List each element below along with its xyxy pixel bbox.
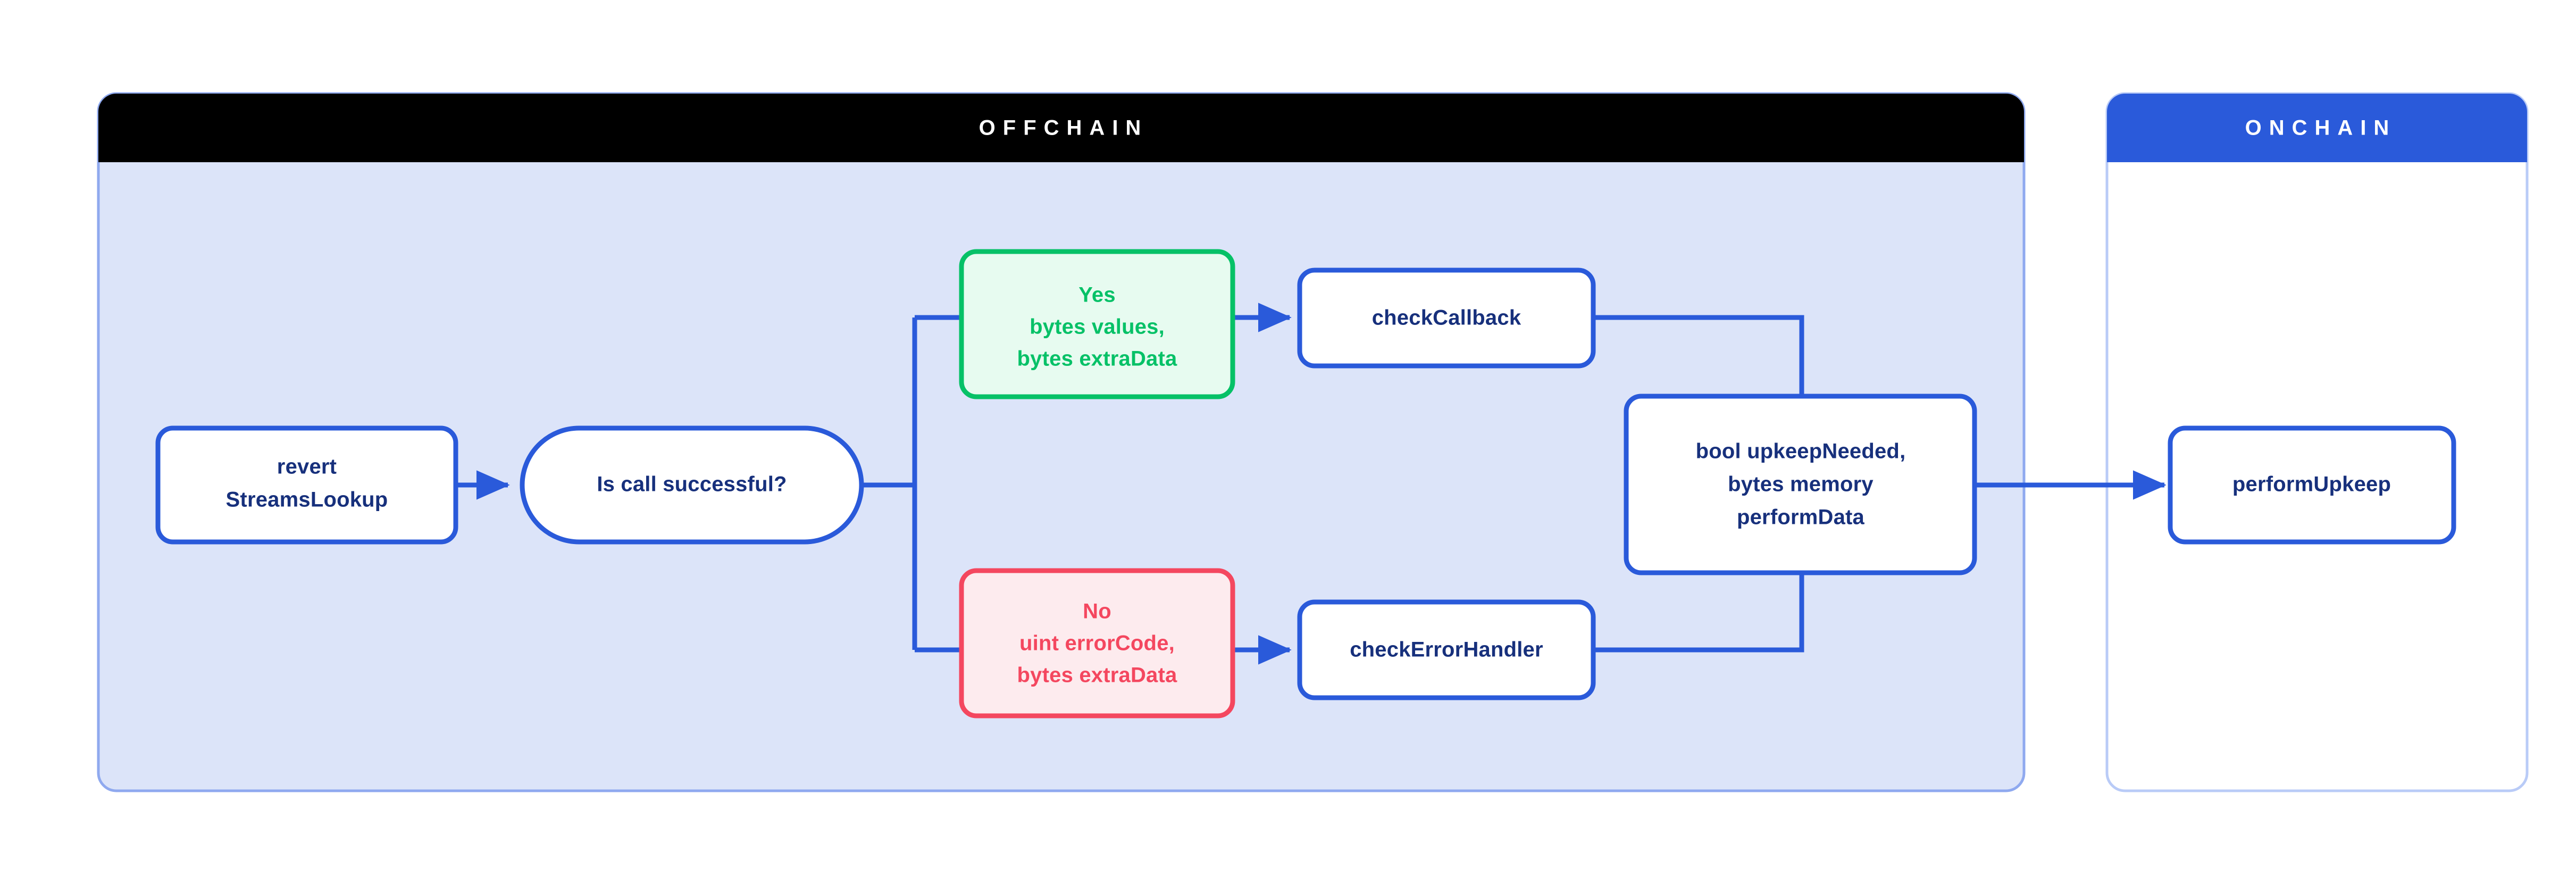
node-revert-streamslookup-line-2: StreamsLookup — [226, 488, 388, 512]
node-revert-streamslookup[interactable]: revert StreamsLookup — [155, 425, 458, 545]
panel-onchain-title: ONCHAIN — [2245, 116, 2397, 140]
node-check-error-handler-label: checkErrorHandler — [1350, 638, 1543, 662]
node-upkeep-needed-shape[interactable] — [1624, 394, 1977, 575]
node-no-branch-line-1: No — [1083, 600, 1111, 623]
node-perform-upkeep-shape[interactable] — [2168, 425, 2456, 545]
node-is-call-successful-shape[interactable] — [520, 425, 864, 545]
edge-checkerror-to-upkeep — [1593, 573, 1804, 653]
node-upkeep-needed-line-3: performData — [1737, 506, 1865, 529]
node-check-callback-label: checkCallback — [1372, 306, 1521, 330]
panel-onchain-header — [2107, 94, 2527, 162]
node-revert-streamslookup-shape[interactable] — [155, 425, 458, 545]
node-no-branch-line-2: uint errorCode, — [1019, 632, 1175, 655]
node-yes-branch-line-3: bytes extraData — [1017, 347, 1177, 371]
node-check-callback-shape[interactable] — [1297, 268, 1596, 369]
node-no-branch-line-3: bytes extraData — [1017, 664, 1177, 687]
node-is-call-successful-label: Is call successful? — [597, 473, 787, 496]
node-upkeep-needed[interactable]: bool upkeepNeeded, bytes memory performD… — [1624, 394, 1977, 575]
node-yes-branch-shape[interactable] — [959, 249, 1235, 399]
node-yes-branch[interactable]: Yes bytes values, bytes extraData — [959, 249, 1235, 399]
node-check-error-handler-shape[interactable] — [1297, 599, 1596, 700]
node-no-branch-shape[interactable] — [959, 568, 1235, 718]
panel-offchain-title: OFFCHAIN — [979, 116, 1149, 140]
node-check-error-handler[interactable]: checkErrorHandler — [1297, 599, 1596, 700]
node-perform-upkeep[interactable]: performUpkeep — [2168, 425, 2456, 545]
node-yes-branch-line-1: Yes — [1078, 283, 1116, 307]
connectors — [456, 303, 2167, 665]
node-upkeep-needed-line-1: bool upkeepNeeded, — [1696, 440, 1906, 463]
node-revert-streamslookup-line-1: revert — [277, 455, 337, 479]
node-no-branch[interactable]: No uint errorCode, bytes extraData — [959, 568, 1235, 718]
node-check-callback[interactable]: checkCallback — [1297, 268, 1596, 369]
node-is-call-successful[interactable]: Is call successful? — [520, 425, 864, 545]
node-upkeep-needed-line-2: bytes memory — [1728, 473, 1874, 496]
node-perform-upkeep-label: performUpkeep — [2232, 473, 2391, 496]
panel-offchain-header — [98, 94, 2024, 162]
edge-checkcallback-to-upkeep — [1593, 315, 1804, 396]
node-yes-branch-line-2: bytes values, — [1030, 315, 1165, 339]
